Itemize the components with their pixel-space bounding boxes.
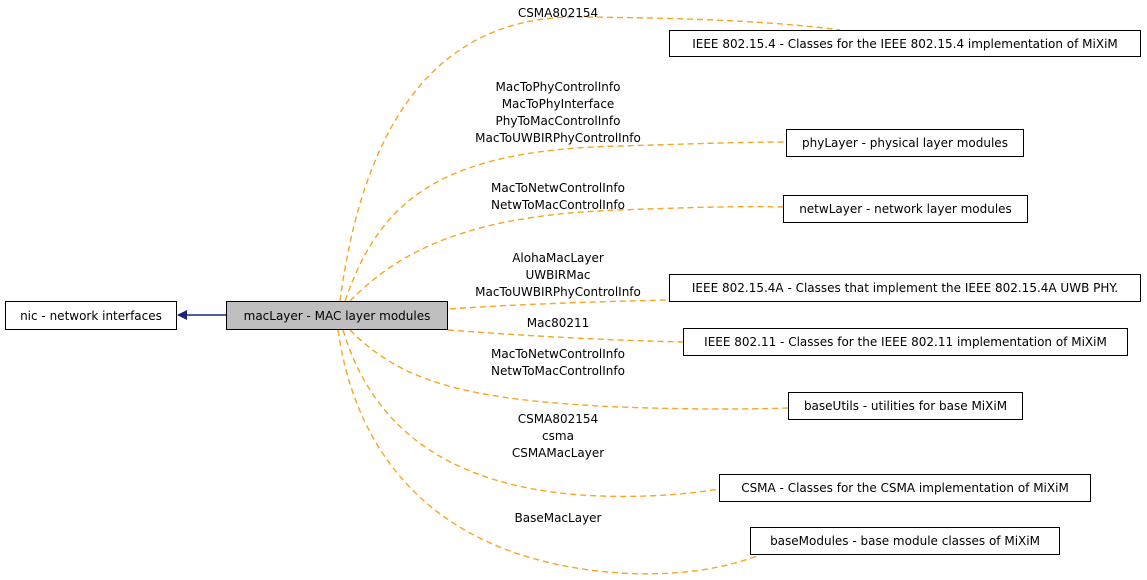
edge-label-line: AlohaMacLayer [512,251,604,265]
edge-label-netwlayer: MacToNetwControlInfo NetwToMacControlInf… [491,180,625,214]
edge-label-csma: CSMA802154 csma CSMAMacLayer [512,411,604,462]
node-basemodules[interactable]: baseModules - base module classes of MiX… [750,527,1060,555]
edge-label-ieee802154a: AlohaMacLayer UWBIRMac MacToUWBIRPhyCont… [475,250,641,301]
node-ieee802154[interactable]: IEEE 802.15.4 - Classes for the IEEE 802… [669,30,1141,57]
edge-label-line: CSMA802154 [517,6,599,20]
edge-label-line: MacToNetwControlInfo [491,347,625,361]
edge-ieee80211 [447,329,684,343]
edge-baseutils [349,329,789,410]
node-maclayer: macLayer - MAC layer modules [226,301,448,330]
edge-label-line: BaseMacLayer [514,511,602,525]
edge-label-line: CSMA802154 [517,412,599,426]
edge-label-line: NetwToMacControlInfo [491,364,625,378]
node-phylayer[interactable]: phyLayer - physical layer modules [786,129,1024,157]
edge-label-phylayer: MacToPhyControlInfo MacToPhyInterface Ph… [475,79,641,147]
edge-ieee802154 [339,16,841,302]
node-ieee80211[interactable]: IEEE 802.11 - Classes for the IEEE 802.1… [683,328,1128,356]
edge-label-line: MacToUWBIRPhyControlInfo [475,131,641,145]
edge-phylayer [344,141,786,302]
edge-label-line: UWBIRMac [525,268,591,282]
edge-label-ieee802154: CSMA802154 [518,5,598,22]
edge-ieee802154a [419,299,669,312]
edge-basemodules [337,329,761,575]
edge-label-line: MacToPhyInterface [501,97,615,111]
edge-csma [342,329,721,498]
edge-label-line: MacToNetwControlInfo [491,181,625,195]
node-csma[interactable]: CSMA - Classes for the CSMA implementati… [719,474,1091,502]
edge-label-line: NetwToMacControlInfo [491,198,625,212]
edge-label-basemodules: BaseMacLayer [515,510,602,527]
edge-label-ieee80211: Mac80211 [527,315,589,332]
node-baseutils[interactable]: baseUtils - utilities for base MiXiM [788,392,1023,420]
edge-label-line: csma [542,429,574,443]
edge-label-line: Mac80211 [526,316,590,330]
edge-label-line: PhyToMacControlInfo [495,114,621,128]
edge-label-baseutils: MacToNetwControlInfo NetwToMacControlInf… [491,346,625,380]
node-ieee802154a[interactable]: IEEE 802.15.4A - Classes that implement … [669,274,1141,302]
edge-label-line: MacToPhyControlInfo [495,80,621,94]
edge-label-line: MacToUWBIRPhyControlInfo [475,285,641,299]
node-nic[interactable]: nic - network interfaces [5,301,177,330]
node-netwlayer[interactable]: netwLayer - network layer modules [783,195,1028,223]
edge-netwlayer [349,205,784,302]
edge-label-line: CSMAMacLayer [511,446,605,460]
